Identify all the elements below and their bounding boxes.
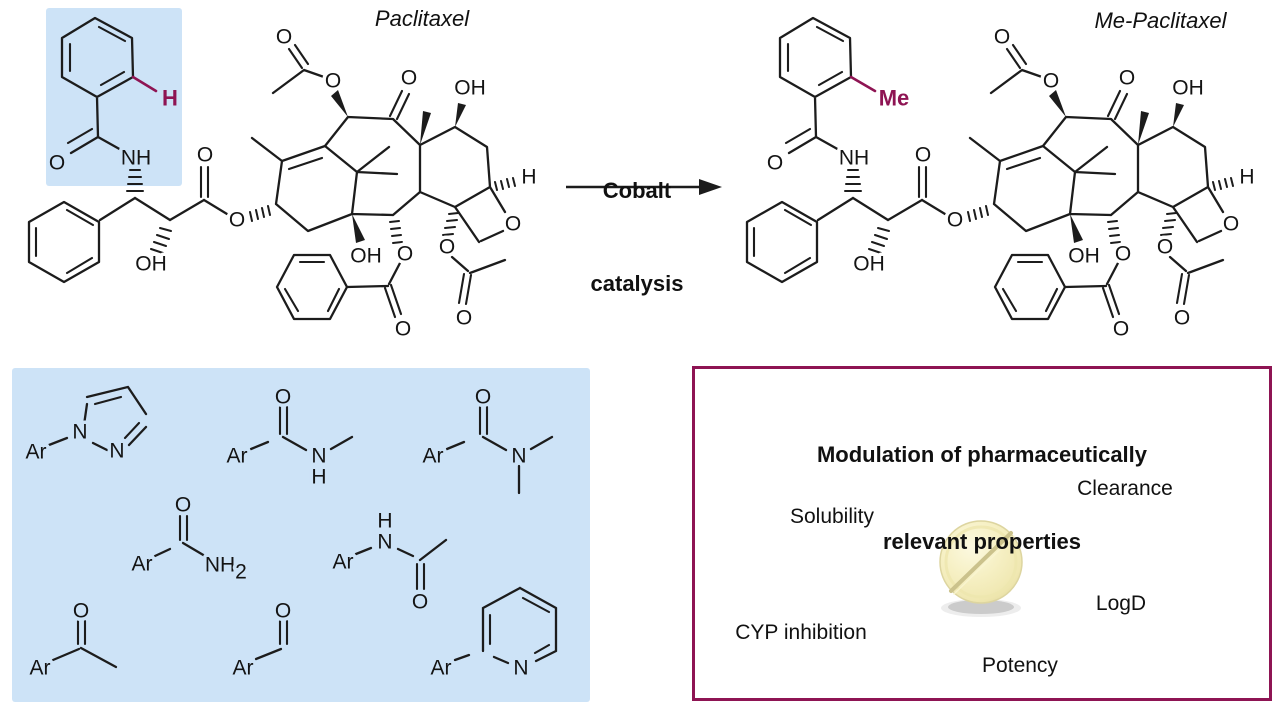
atom-label: Ar [132, 553, 153, 576]
atom-label: O [1174, 307, 1190, 330]
atom-label: O [412, 591, 428, 614]
atom-label: Ar [26, 441, 47, 464]
atom-label: Ar [30, 657, 51, 680]
atom-label: OH [454, 77, 486, 100]
arrow-label-line1: Cobalt [602, 178, 672, 203]
atom-label: OH [350, 245, 382, 268]
atom-label: O [505, 213, 521, 236]
atom-label: O [915, 144, 931, 167]
arrowhead-icon [699, 179, 722, 195]
highlighted-ch-bond [131, 75, 158, 93]
atom-label: O [1043, 70, 1059, 93]
me-paclitaxel-structure [745, 16, 1235, 321]
functional-group-methyl-ketone [51, 619, 118, 669]
property-logd: LogD [1095, 592, 1147, 615]
property-cyp-inhibition: CYP inhibition [735, 621, 867, 644]
atom-label: NH [205, 554, 235, 577]
property-solubility: Solubility [789, 505, 875, 528]
atom-label: O [229, 209, 245, 232]
atom-label: N [377, 531, 392, 554]
new-methyl-bond [849, 75, 877, 93]
atom-label: O [439, 236, 455, 259]
atom-label: O [395, 318, 411, 341]
atom-label: NH [839, 147, 869, 170]
functional-group-pyrazole [47, 385, 148, 452]
modulation-title-line1: Modulation of pharmaceutically [816, 442, 1148, 467]
atom-label: O [456, 307, 472, 330]
atom-label: O [73, 600, 89, 623]
atom-label: O [1223, 213, 1239, 236]
atom-label: O [1119, 67, 1135, 90]
atom-label: Ar [431, 657, 452, 680]
atom-label: N [72, 421, 87, 444]
atom-label: H [162, 86, 178, 111]
atom-label: O [175, 494, 191, 517]
atom-label: Ar [227, 445, 248, 468]
arrow-label: Cobalt catalysis [557, 113, 717, 330]
atom-label: O [475, 386, 491, 409]
paclitaxel-structure [27, 16, 517, 321]
atom-label: O [401, 67, 417, 90]
atom-label: OH [1172, 77, 1204, 100]
atom-label: Ar [333, 551, 354, 574]
atom-label: O [1113, 318, 1129, 341]
atom-label: O [767, 152, 783, 175]
atom-label: Ar [423, 445, 444, 468]
atom-label: O [275, 600, 291, 623]
functional-group-primary-amide [153, 514, 207, 558]
atom-label: 2 [235, 561, 247, 584]
atom-label: O [275, 386, 291, 409]
atom-label: H [1239, 166, 1254, 189]
atom-label: OH [1068, 245, 1100, 268]
reaction-arrow [566, 179, 722, 195]
atom-label: O [994, 26, 1010, 49]
atom-label: OH [853, 253, 885, 276]
atom-label: O [1115, 243, 1131, 266]
atom-label: O [397, 243, 413, 266]
functional-group-acetamide [354, 538, 448, 591]
atom-label: N [511, 445, 526, 468]
reactant-title: Paclitaxel [374, 6, 470, 31]
modulation-title-line2: relevant properties [882, 529, 1082, 554]
functional-group-pyridine [453, 586, 558, 665]
atom-label: N [513, 657, 528, 680]
atom-label: H [311, 466, 326, 489]
atom-label: Me [879, 86, 910, 111]
atom-label: OH [135, 253, 167, 276]
modulation-box-title: Modulation of pharmaceutically relevant … [702, 382, 1262, 585]
atom-label: O [325, 70, 341, 93]
functional-group-n-methyl-amide [249, 405, 354, 452]
atom-label: NH [121, 147, 151, 170]
atom-label: N [109, 440, 124, 463]
atom-label: O [1157, 236, 1173, 259]
atom-label: Ar [233, 657, 254, 680]
atom-label: N [311, 445, 326, 468]
substrate-scope-panel [12, 368, 590, 702]
functional-group-dimethyl-amide [445, 405, 554, 495]
product-title: Me-Paclitaxel [1094, 8, 1227, 33]
atom-label: O [276, 26, 292, 49]
atom-label: O [49, 152, 65, 175]
pill-icon [939, 520, 1023, 617]
property-potency: Potency [982, 654, 1058, 677]
highlight-box [46, 8, 182, 186]
atom-label: H [377, 510, 392, 533]
functional-group-aldehyde [254, 619, 289, 661]
property-clearance: Clearance [1077, 477, 1173, 500]
modulation-box [692, 366, 1272, 701]
atom-label: O [197, 144, 213, 167]
arrow-label-line2: catalysis [590, 271, 684, 296]
atom-label: H [521, 166, 536, 189]
atom-label: O [947, 209, 963, 232]
